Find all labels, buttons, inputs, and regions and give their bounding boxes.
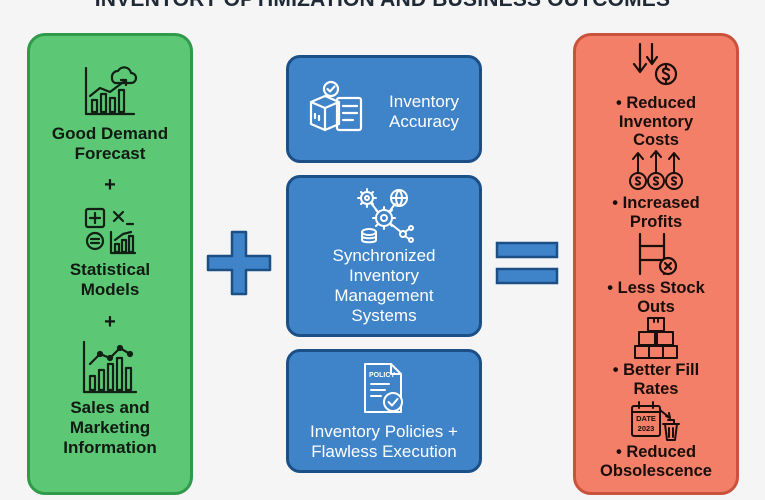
- plus-sign: +: [104, 174, 116, 196]
- center-box-2-line2: Inventory: [349, 266, 419, 285]
- outcome-5-line2: Obsolescence: [600, 461, 712, 480]
- bullet: •: [615, 443, 622, 461]
- outcome-1-line1: • Reduced: [576, 94, 736, 113]
- center-box-2-line3: Management: [334, 286, 434, 305]
- profit-up-icon: [629, 150, 683, 190]
- forecast-chart-cloud-icon: [84, 66, 138, 116]
- calculator-chart-icon: [84, 207, 137, 255]
- center-box-1-line2: Accuracy: [389, 112, 459, 131]
- inputs-panel: Good Demand Forecast + Statistical Model…: [27, 33, 193, 495]
- outcome-4-line1: • Better Fill: [576, 361, 736, 380]
- calendar-trash-icon: DATE 2023: [631, 401, 680, 441]
- outcome-3-text-1: Less Stock: [617, 279, 705, 297]
- center-box-2-line4: Systems: [351, 306, 417, 325]
- plus-operator-icon: [206, 230, 272, 296]
- calendar-label-year: 2023: [638, 424, 655, 433]
- page-title: INVENTORY OPTIMIZATION AND BUSINESS OUTC…: [0, 0, 765, 12]
- outcome-1-line3: Costs: [633, 131, 679, 149]
- bullet: •: [615, 94, 622, 112]
- bullet: •: [607, 279, 614, 297]
- center-box-3-line2: Flawless Execution: [311, 442, 457, 461]
- input-label-sales-line3: Information: [63, 438, 157, 457]
- outcome-3-line1: • Less Stock: [576, 279, 736, 298]
- input-label-sales-line2: Marketing: [69, 418, 151, 437]
- outcome-5-text-1: Reduced: [626, 443, 697, 461]
- outcome-3-line2: Outs: [637, 297, 675, 316]
- center-box-2-line1: Synchronized: [332, 246, 436, 265]
- input-label-sales-line1: Sales and: [70, 398, 150, 417]
- input-label-forecast-line1: Good Demand: [51, 124, 169, 143]
- center-box-3-line1: Inventory Policies +: [310, 422, 458, 441]
- inventory-accuracy-box: Inventory Accuracy: [286, 55, 482, 163]
- input-label-forecast-line2: Forecast: [74, 144, 146, 163]
- cost-down-icon: [632, 42, 678, 86]
- outcome-5-line1: • Reduced: [576, 443, 736, 462]
- bullet: •: [612, 361, 619, 379]
- policies-execution-box: POLICY Inventory Policies + Flawless Exe…: [286, 349, 482, 473]
- outcomes-panel: • Reduced Inventory Costs • Increased Pr…: [573, 33, 739, 495]
- outcome-2-line2: Profits: [629, 212, 683, 231]
- gears-network-icon: [357, 188, 414, 244]
- policy-document-icon: POLICY: [364, 363, 403, 413]
- outcome-2-text-1: Increased: [622, 194, 700, 212]
- policy-doc-label: POLICY: [369, 372, 395, 379]
- boxes-stack-icon: [634, 317, 678, 359]
- bullet: •: [612, 194, 619, 212]
- sales-chart-icon: [82, 340, 138, 394]
- inventory-checklist-icon: [309, 80, 363, 132]
- outcome-4-line2: Rates: [633, 379, 679, 398]
- input-label-models-line1: Statistical: [69, 260, 151, 279]
- outcome-4-text-1: Better Fill: [623, 361, 700, 379]
- plus-sign: +: [104, 311, 116, 333]
- center-box-1-line1: Inventory: [389, 92, 459, 111]
- outcome-1-text-1: Reduced: [626, 94, 697, 112]
- outcome-1-line2: Inventory: [618, 112, 694, 131]
- equals-operator-icon: [495, 241, 559, 285]
- empty-shelf-icon: [638, 232, 678, 276]
- synchronized-systems-box: Synchronized Inventory Management System…: [286, 175, 482, 337]
- outcome-2-line1: • Increased: [576, 194, 736, 213]
- calendar-label-date: DATE: [636, 414, 656, 423]
- input-label-models-line2: Models: [80, 280, 140, 299]
